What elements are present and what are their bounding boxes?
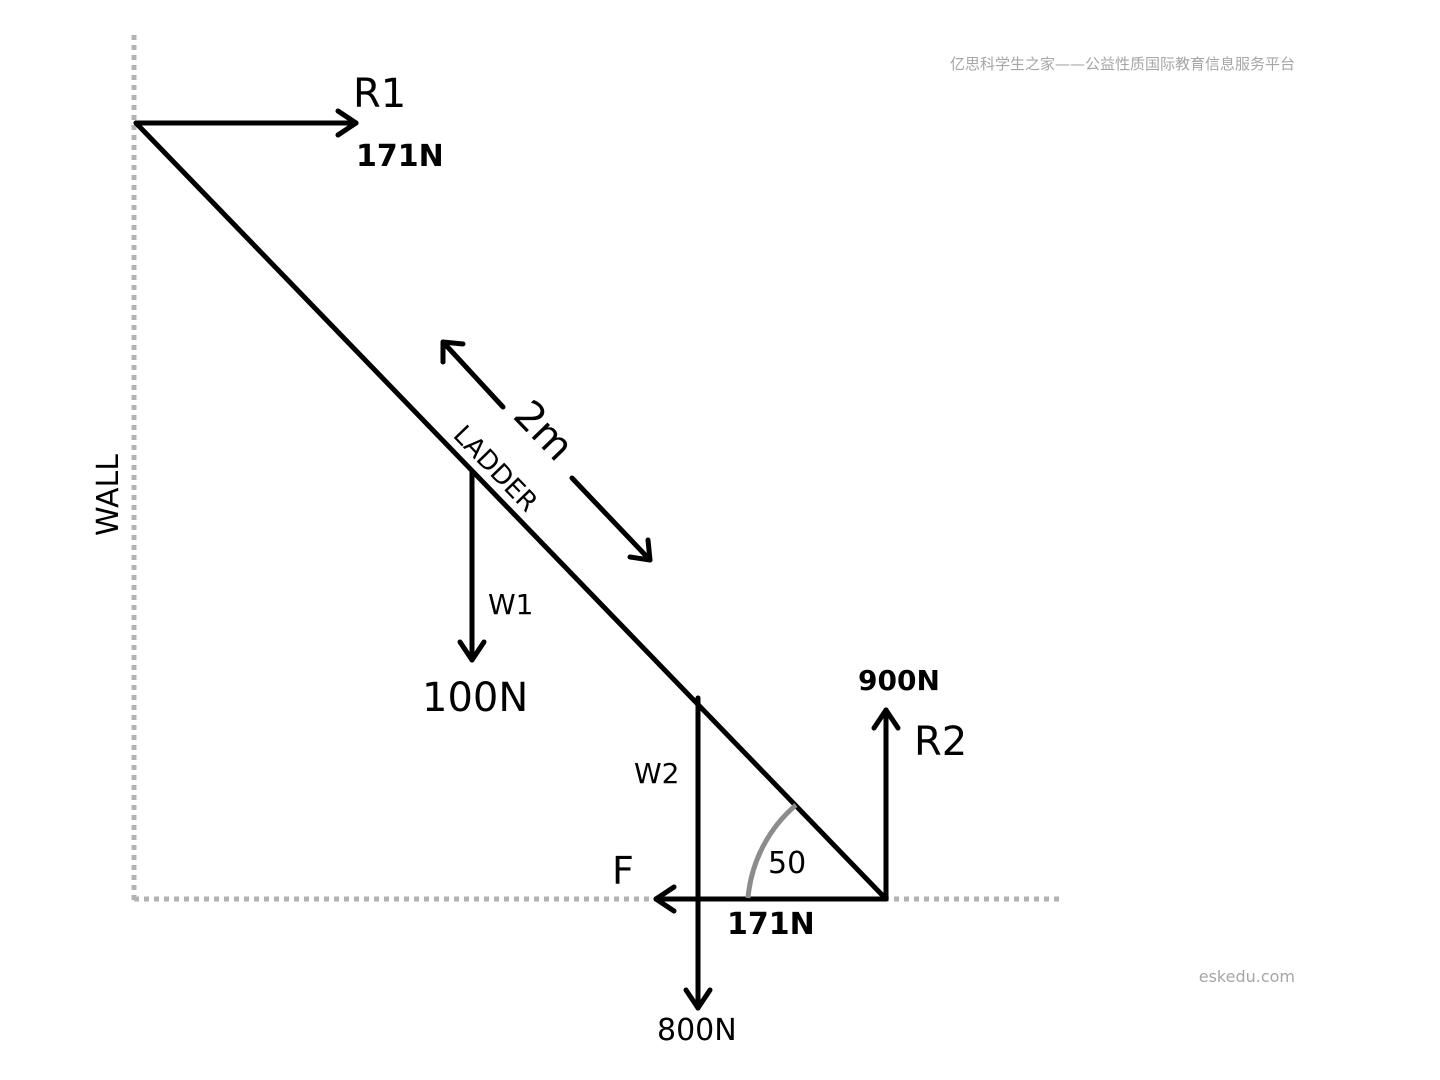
wall-label: WALL [91, 454, 126, 536]
w1-value: 100N [422, 675, 528, 721]
watermark-top: 亿思科学生之家——公益性质国际教育信息服务平台 [950, 55, 1295, 73]
r1-arrow [133, 108, 359, 138]
w2-arrow [683, 695, 713, 1011]
w2-value: 800N [657, 1013, 737, 1048]
angle-arc [745, 803, 798, 899]
ladder [133, 120, 889, 902]
r1-value: 171N [356, 139, 444, 174]
r2-arrow [871, 707, 901, 902]
w1-arrow [457, 469, 487, 663]
f-arrow [653, 884, 889, 914]
length-arrow-upper [440, 339, 506, 410]
length-label: 2m [504, 392, 582, 470]
w2-label: W2 [634, 757, 680, 790]
w1-label: W1 [488, 588, 534, 621]
f-value: 171N [727, 907, 815, 942]
f-label: F [612, 849, 634, 893]
r2-value: 900N [858, 664, 940, 697]
watermark-bottom: eskedu.com [1199, 967, 1295, 986]
r2-label: R2 [914, 719, 967, 765]
length-arrow-lower [569, 475, 653, 563]
r1-label: R1 [353, 71, 406, 117]
angle-label: 50 [768, 846, 806, 881]
